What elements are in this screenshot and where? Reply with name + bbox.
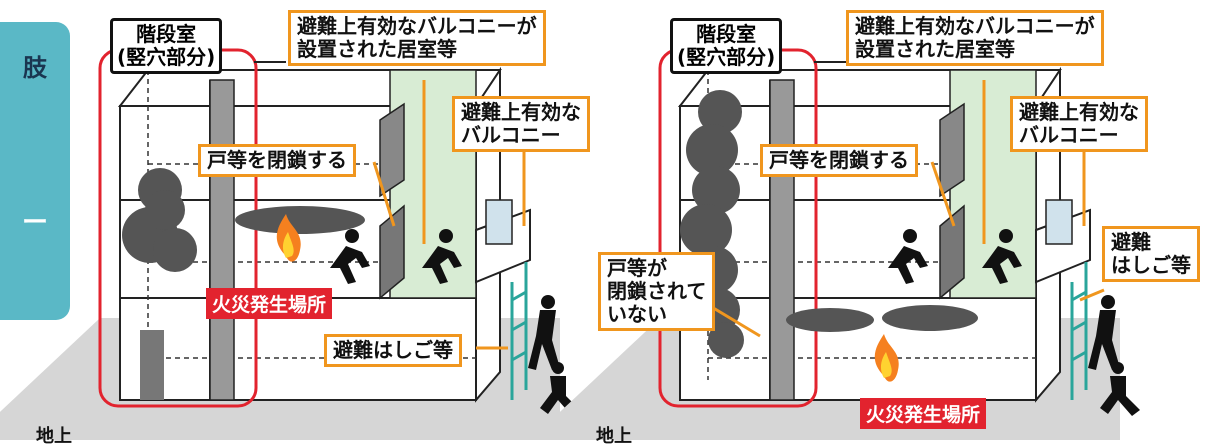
- right-stairwell-label: 階段室 (竪穴部分): [670, 18, 783, 74]
- side-tab-text-top: 肢: [23, 54, 47, 82]
- left-close-door-label: 戸等を閉鎖する: [198, 144, 356, 177]
- left-ground-label: 地上: [36, 426, 72, 447]
- right-runners: [888, 229, 1022, 284]
- right-door-not-closed-label: 戸等が 閉鎖されて いない: [598, 252, 716, 331]
- right-fire-icon: [874, 334, 899, 382]
- left-ladder-label: 避難はしご等: [324, 334, 462, 367]
- side-tab: 肢 ー: [0, 22, 70, 320]
- left-runners: [140, 229, 462, 400]
- right-close-door-label: 戸等を閉鎖する: [760, 144, 918, 177]
- right-ground-label: 地上: [596, 426, 632, 447]
- left-smoke: [122, 168, 365, 272]
- left-balcony-room-label: 避難上有効なバルコニーが 設置された居室等: [288, 10, 546, 66]
- side-tab-text-bottom: ー: [21, 208, 48, 238]
- left-balcony-label: 避難上有効な バルコニー: [452, 96, 590, 152]
- left-fire-label: 火災発生場所: [206, 288, 333, 319]
- left-fire-icon: [276, 214, 301, 262]
- left-stairwell-label: 階段室 (竪穴部分): [110, 18, 223, 74]
- right-smoke: [680, 90, 978, 358]
- right-fire-label: 火災発生場所: [860, 398, 987, 429]
- right-balcony-room-label: 避難上有効なバルコニーが 設置された居室等: [846, 10, 1104, 66]
- right-ladder-label: 避難 はしご等: [1102, 226, 1200, 282]
- right-balcony-label: 避難上有効な バルコニー: [1010, 96, 1148, 152]
